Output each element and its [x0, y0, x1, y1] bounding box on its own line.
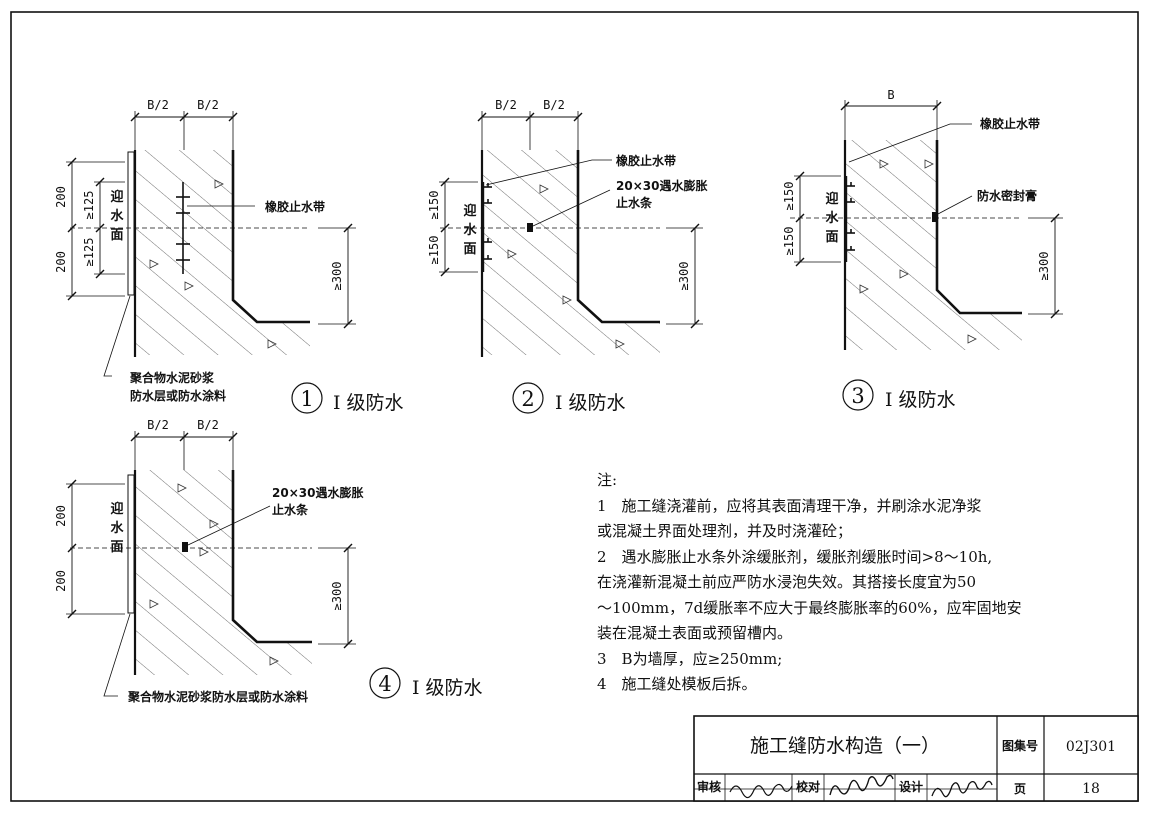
svg-text:4: 4 [378, 672, 391, 696]
concrete-hatch [135, 150, 310, 355]
page-number: 18 [1082, 781, 1100, 797]
page-label: 页 [1014, 782, 1026, 796]
note-line: 1 施工缝浇灌前，应将其表面清理干净，并刷涂水泥净浆 [597, 496, 982, 515]
notes-heading: 注: [597, 471, 618, 489]
dim-125-bottom: ≥125 [82, 238, 96, 267]
drawing-title: 施工缝防水构造（一） [750, 735, 940, 757]
sheet-border [10, 11, 1139, 802]
note-line: 4 施工缝处模板后拆。 [597, 675, 757, 693]
dim-b: B [887, 88, 894, 102]
svg-text:≥150: ≥150 [427, 236, 441, 265]
label-sealant: 防水密封膏 [977, 188, 1037, 203]
dim-200-top: 200 [54, 186, 68, 208]
svg-text:I 级防水: I 级防水 [555, 392, 626, 414]
svg-text:B/2: B/2 [147, 418, 169, 432]
svg-text:迎: 迎 [825, 191, 838, 207]
atlas-number: 02J301 [1066, 739, 1116, 755]
svg-text:面: 面 [110, 228, 123, 243]
svg-text:水: 水 [825, 210, 839, 226]
label-rubber-strip-3: 橡胶止水带 [980, 116, 1040, 131]
svg-text:B/2: B/2 [495, 98, 517, 112]
svg-text:水: 水 [110, 208, 124, 224]
label-swell-strip-4: 20×30遇水膨胀 [272, 485, 363, 500]
detail-3: B ≥150 ≥150 ≥300 迎 水 面 橡胶止水带 防水密封膏 3 I 级… [782, 88, 1063, 411]
swell-strip [527, 223, 533, 232]
svg-text:200: 200 [54, 570, 68, 592]
detail-caption: I 级防水 [333, 392, 404, 414]
svg-text:≥300: ≥300 [677, 262, 691, 291]
notes-block: 注: 1 施工缝浇灌前，应将其表面清理干净，并刷涂水泥净浆 或混凝土界面处理剂，… [597, 468, 1117, 698]
note-line: 3 B为墙厚，应≥250mm; [597, 649, 783, 668]
wall-back [231, 150, 310, 324]
signature-checker [829, 774, 894, 796]
svg-text:止水条: 止水条 [272, 502, 309, 517]
review-label: 审核 [697, 779, 721, 794]
svg-text:止水条: 止水条 [616, 195, 653, 210]
coating-layer [127, 151, 135, 296]
check-label: 校对 [796, 779, 820, 794]
svg-text:I 级防水: I 级防水 [412, 677, 483, 699]
detail-number-circle [291, 382, 323, 414]
svg-text:迎: 迎 [110, 501, 123, 517]
svg-text:B/2: B/2 [197, 418, 219, 432]
signature-designer [931, 780, 993, 798]
title-block: 施工缝防水构造（一） 图集号 02J301 页 18 审核 校对 设计 [693, 715, 1139, 802]
atlas-label: 图集号 [1002, 738, 1038, 753]
dim-125-top: ≥125 [82, 191, 96, 220]
dim-200-bottom: 200 [54, 251, 68, 273]
dim-half-right: B/2 [197, 98, 219, 112]
design-label: 设计 [899, 779, 923, 794]
svg-text:≥300: ≥300 [1037, 252, 1051, 281]
note-line: 或混凝土界面处理剂，并及时浇灌砼； [597, 522, 853, 540]
dim-300: ≥300 [330, 262, 344, 291]
svg-text:200: 200 [54, 505, 68, 527]
face-label-1: 迎 [110, 189, 123, 205]
label-rubber-strip-1: 橡胶止水带 [265, 199, 325, 214]
label-rubber-strip-2: 橡胶止水带 [616, 153, 676, 168]
note-line: 在浇灌新混凝土前应严防水浸泡失效。其搭接长度宜为50 [597, 573, 977, 591]
svg-text:水: 水 [463, 222, 477, 238]
svg-text:迎: 迎 [463, 203, 476, 219]
label-coating-4: 聚合物水泥砂浆防水层或防水涂料 [127, 689, 308, 704]
svg-text:面: 面 [110, 540, 123, 555]
svg-text:面: 面 [825, 230, 838, 245]
dim-half-left: B/2 [147, 98, 169, 112]
detail-2: B/2 B/2 ≥150 ≥150 ≥300 迎 水 面 橡胶止水带 20×30… [427, 98, 707, 414]
signature-reviewer [729, 783, 793, 799]
svg-text:水: 水 [110, 520, 124, 536]
note-line: 装在混凝土表面或预留槽内。 [597, 624, 793, 642]
svg-text:I 级防水: I 级防水 [885, 389, 956, 411]
svg-text:3: 3 [851, 384, 864, 408]
detail-1: B/2 B/2 200 200 ≥125 ≥125 ≥300 迎 水 面 橡胶止… [54, 98, 404, 414]
sealant-block [932, 212, 938, 222]
svg-text:2: 2 [521, 387, 534, 411]
svg-text:≥150: ≥150 [782, 227, 796, 256]
label-swell-strip-2: 20×30遇水膨胀 [616, 178, 707, 193]
svg-text:≥300: ≥300 [330, 582, 344, 611]
svg-text:≥150: ≥150 [782, 182, 796, 211]
detail-number: 1 [300, 387, 313, 411]
aggregate-marks [149, 179, 277, 349]
note-line: 2 遇水膨胀止水条外涂缓胀剂，缓胀剂缓胀时间>8～10h, [597, 547, 993, 566]
note-line: ～100mm，7d缓胀率不应大于最终膨胀率的60%，应牢固地安 [597, 598, 1022, 617]
detail-4: B/2 B/2 200 200 ≥300 迎 水 面 20×30遇水膨胀 止水条… [54, 418, 483, 704]
label-coating-1: 聚合物水泥砂浆 [129, 370, 215, 385]
svg-text:≥150: ≥150 [427, 191, 441, 220]
svg-text:面: 面 [463, 242, 476, 257]
svg-text:防水层或防水涂料: 防水层或防水涂料 [130, 388, 226, 403]
svg-text:B/2: B/2 [543, 98, 565, 112]
